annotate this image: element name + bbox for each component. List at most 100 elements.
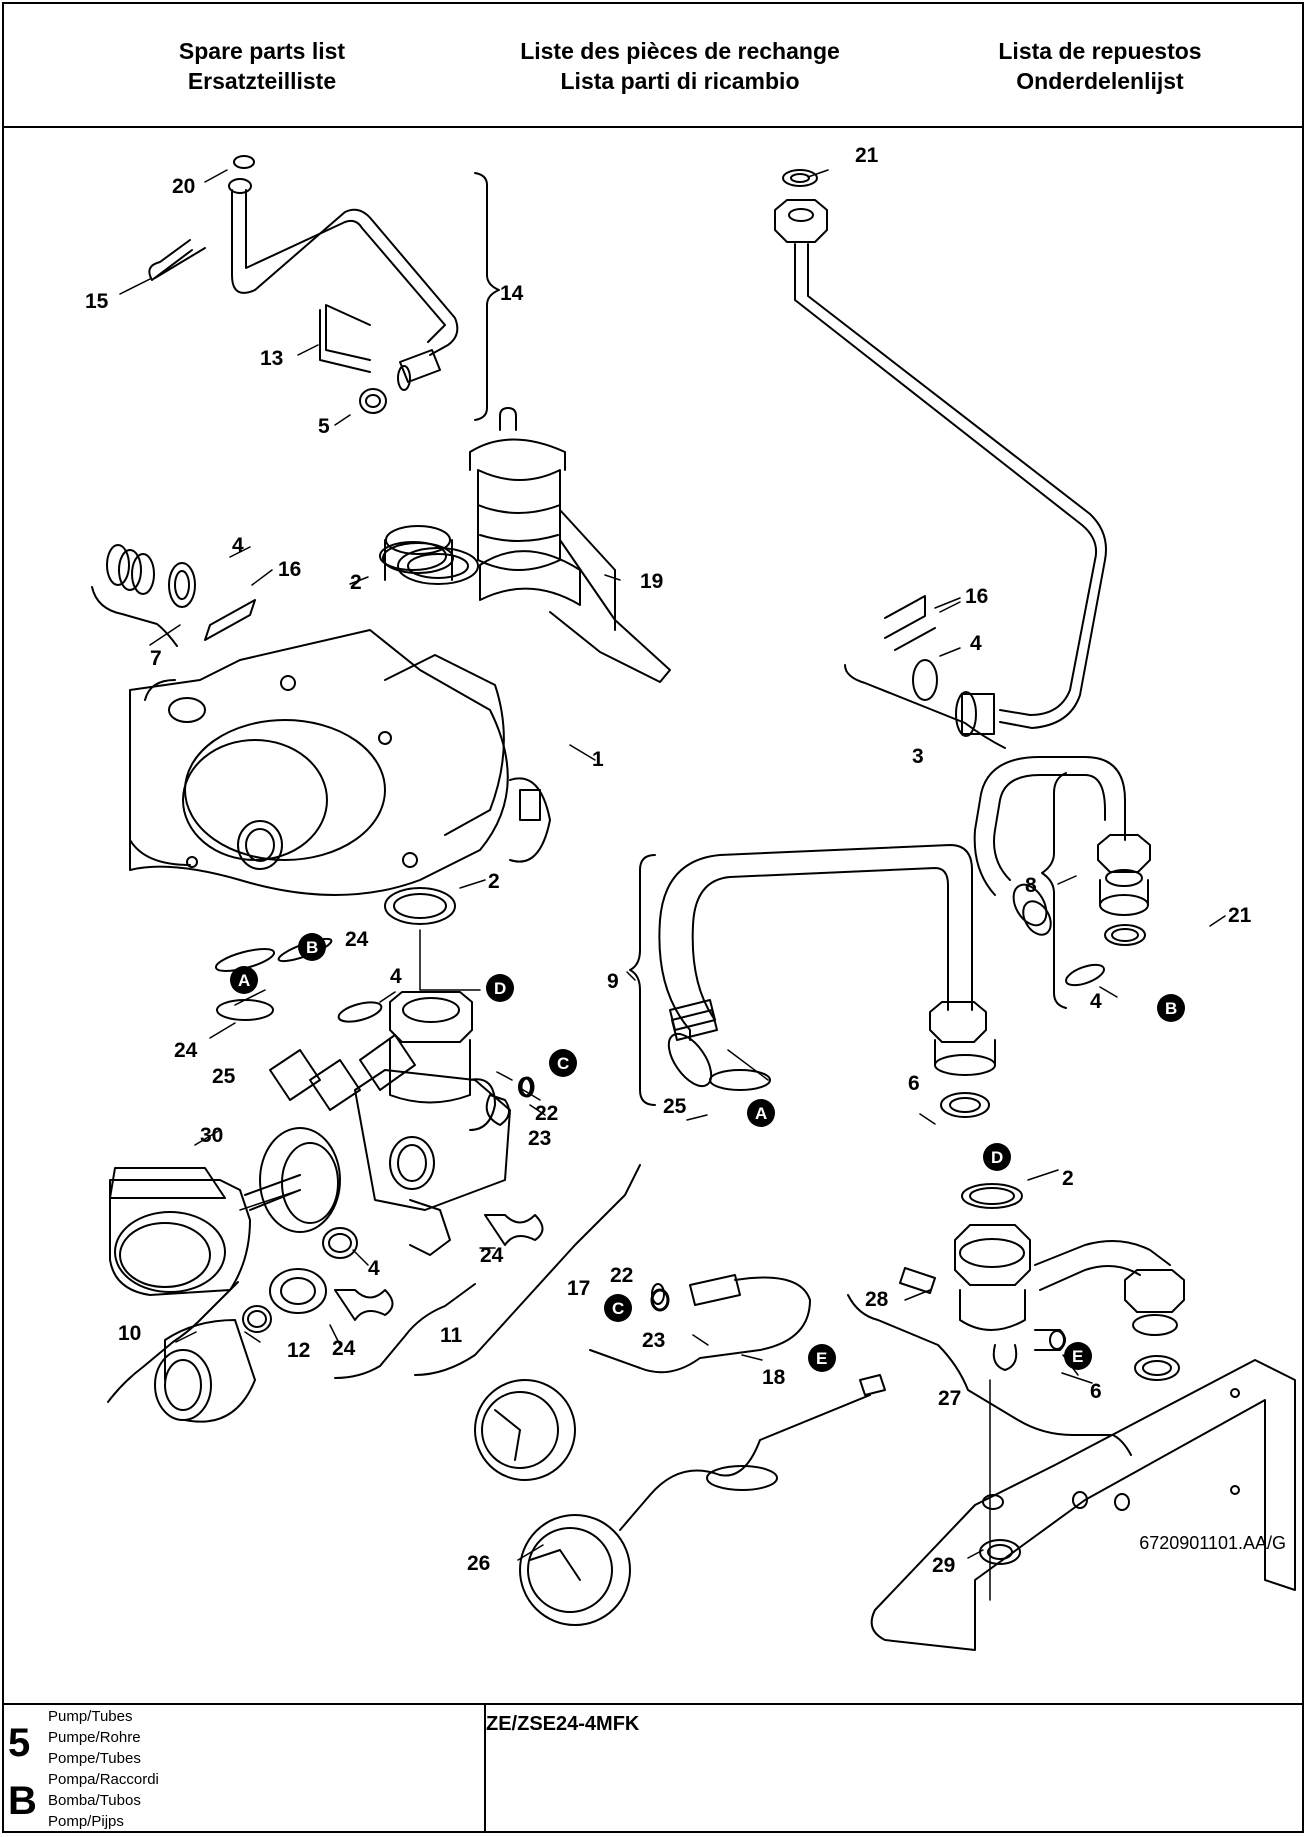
header-title-nl: Onderdelenlijst [1016, 68, 1184, 94]
section-letter: B [8, 1779, 37, 1823]
translation-es: Bomba/Tubos [48, 1792, 141, 1809]
part-label-6b: 6 [1090, 1380, 1102, 1403]
part-label-8: 8 [1025, 874, 1037, 897]
svg-text:E: E [1072, 1347, 1083, 1366]
badge-C-left: C [604, 1294, 632, 1322]
part-label-3: 3 [912, 745, 924, 768]
cover-30 [109, 1167, 251, 1296]
header-title-it: Lista parti di ricambio [560, 68, 800, 94]
part-label-2b: 2 [488, 870, 500, 893]
bracket-10 [107, 1281, 239, 1403]
part-label-4: 4 [232, 534, 244, 557]
svg-text:C: C [557, 1054, 569, 1073]
reference-badges: A B D C A B D C E E [230, 933, 1185, 1372]
part-label-1: 1 [592, 748, 604, 771]
part-label-9: 9 [607, 970, 619, 993]
header-title-fr: Liste des pièces de rechange [520, 38, 840, 64]
part-label-26: 26 [467, 1552, 490, 1575]
part-label-17: 17 [567, 1277, 590, 1300]
badge-D-right: D [983, 1143, 1011, 1171]
badge-E-top: E [808, 1344, 836, 1372]
bracket-11 [334, 1283, 476, 1379]
valve-block-17 [244, 991, 511, 1256]
part-number-labels: 20 15 14 13 5 21 4 16 2 19 7 1 16 4 3 8 … [85, 144, 1252, 1577]
svg-text:B: B [1165, 999, 1177, 1018]
bracket-3 [844, 664, 1006, 749]
model-number: ZE/ZSE24-4MFK [486, 1713, 640, 1735]
part-label-13: 13 [260, 347, 283, 370]
sensor-18 [474, 1274, 811, 1481]
part-label-21: 21 [855, 144, 879, 167]
badge-A-left: A [230, 966, 258, 994]
pump-housing-1 [129, 525, 581, 896]
tube-assembly-9 [658, 844, 996, 1118]
mounting-bracket [870, 1359, 1296, 1651]
footer-divider [484, 1705, 486, 1833]
exploded-parts-diagram: 20 15 14 13 5 21 4 16 2 19 7 1 16 4 3 8 … [85, 144, 1296, 1651]
part-label-12: 12 [287, 1339, 310, 1362]
header-english-german: Spare parts list Ersatzteilliste [62, 36, 462, 96]
part-label-28: 28 [865, 1288, 889, 1311]
svg-text:E: E [816, 1349, 827, 1368]
seal-2-mid [384, 887, 456, 925]
footer: 5 B Pump/Tubes Pumpe/Rohre Pompe/Tubes P… [2, 1703, 1304, 1833]
part-label-14: 14 [500, 282, 524, 305]
part-label-29: 29 [932, 1554, 955, 1577]
svg-text:D: D [494, 979, 506, 998]
bracket-7 [91, 586, 178, 647]
svg-text:B: B [306, 938, 318, 957]
part-label-15: 15 [85, 290, 109, 313]
seal-2-top [379, 541, 447, 571]
bracket-8 [1041, 772, 1067, 1009]
part-label-25b: 25 [663, 1095, 687, 1118]
tube-assembly-3 [774, 169, 1107, 737]
bracket-14 [474, 172, 500, 421]
part-label-22: 22 [535, 1102, 558, 1125]
header-title-en: Spare parts list [178, 38, 346, 64]
part-label-10: 10 [118, 1322, 141, 1345]
connector-7 [106, 544, 256, 641]
part-label-24b: 24 [174, 1039, 198, 1062]
badge-C-right: C [549, 1049, 577, 1077]
part-label-30: 30 [200, 1124, 223, 1147]
badge-A-right: A [747, 1099, 775, 1127]
part-label-4d: 4 [390, 965, 402, 988]
bracket-9 [629, 854, 656, 1106]
translation-it: Pompa/Raccordi [48, 1771, 159, 1788]
air-vent-valve-19 [469, 407, 671, 683]
header-title-de: Ersatzteilliste [187, 68, 337, 94]
part-label-16: 16 [278, 558, 301, 581]
translation-en: Pump/Tubes [48, 1708, 133, 1725]
part-label-16b: 16 [965, 585, 988, 608]
part-label-22b: 22 [610, 1264, 633, 1287]
part-label-24: 24 [345, 928, 369, 951]
svg-text:D: D [991, 1148, 1003, 1167]
part-label-18: 18 [762, 1366, 786, 1389]
part-label-24c: 24 [480, 1244, 504, 1267]
part-label-2: 2 [350, 571, 362, 594]
part-label-4c: 4 [1090, 990, 1102, 1013]
part-label-23b: 23 [642, 1329, 665, 1352]
bracket-27 [847, 1294, 1132, 1456]
part-label-25: 25 [212, 1065, 236, 1088]
part-label-4e: 4 [368, 1257, 380, 1280]
header-french-italian: Liste des pièces de rechange Lista parti… [480, 36, 880, 96]
section-number: 5 [8, 1721, 31, 1765]
badge-D-left: D [486, 974, 514, 1002]
part-label-20: 20 [172, 175, 195, 198]
part-label-11: 11 [440, 1324, 463, 1347]
badge-B-right: B [1157, 994, 1185, 1022]
part-label-21b: 21 [1228, 904, 1252, 927]
translation-fr: Pompe/Tubes [48, 1750, 141, 1767]
header: Spare parts list Ersatzteilliste Liste d… [2, 2, 1304, 128]
part-label-27: 27 [938, 1387, 961, 1410]
part-label-23: 23 [528, 1127, 551, 1150]
part-label-4b: 4 [970, 632, 982, 655]
drawing-id: 6720901101.AA/G [1139, 1533, 1286, 1553]
header-title-es: Lista de repuestos [998, 38, 1202, 64]
tube-assembly-14 [148, 155, 459, 414]
translation-de: Pumpe/Rohre [48, 1729, 141, 1746]
badge-B-left: B [298, 933, 326, 961]
svg-text:A: A [755, 1104, 767, 1123]
